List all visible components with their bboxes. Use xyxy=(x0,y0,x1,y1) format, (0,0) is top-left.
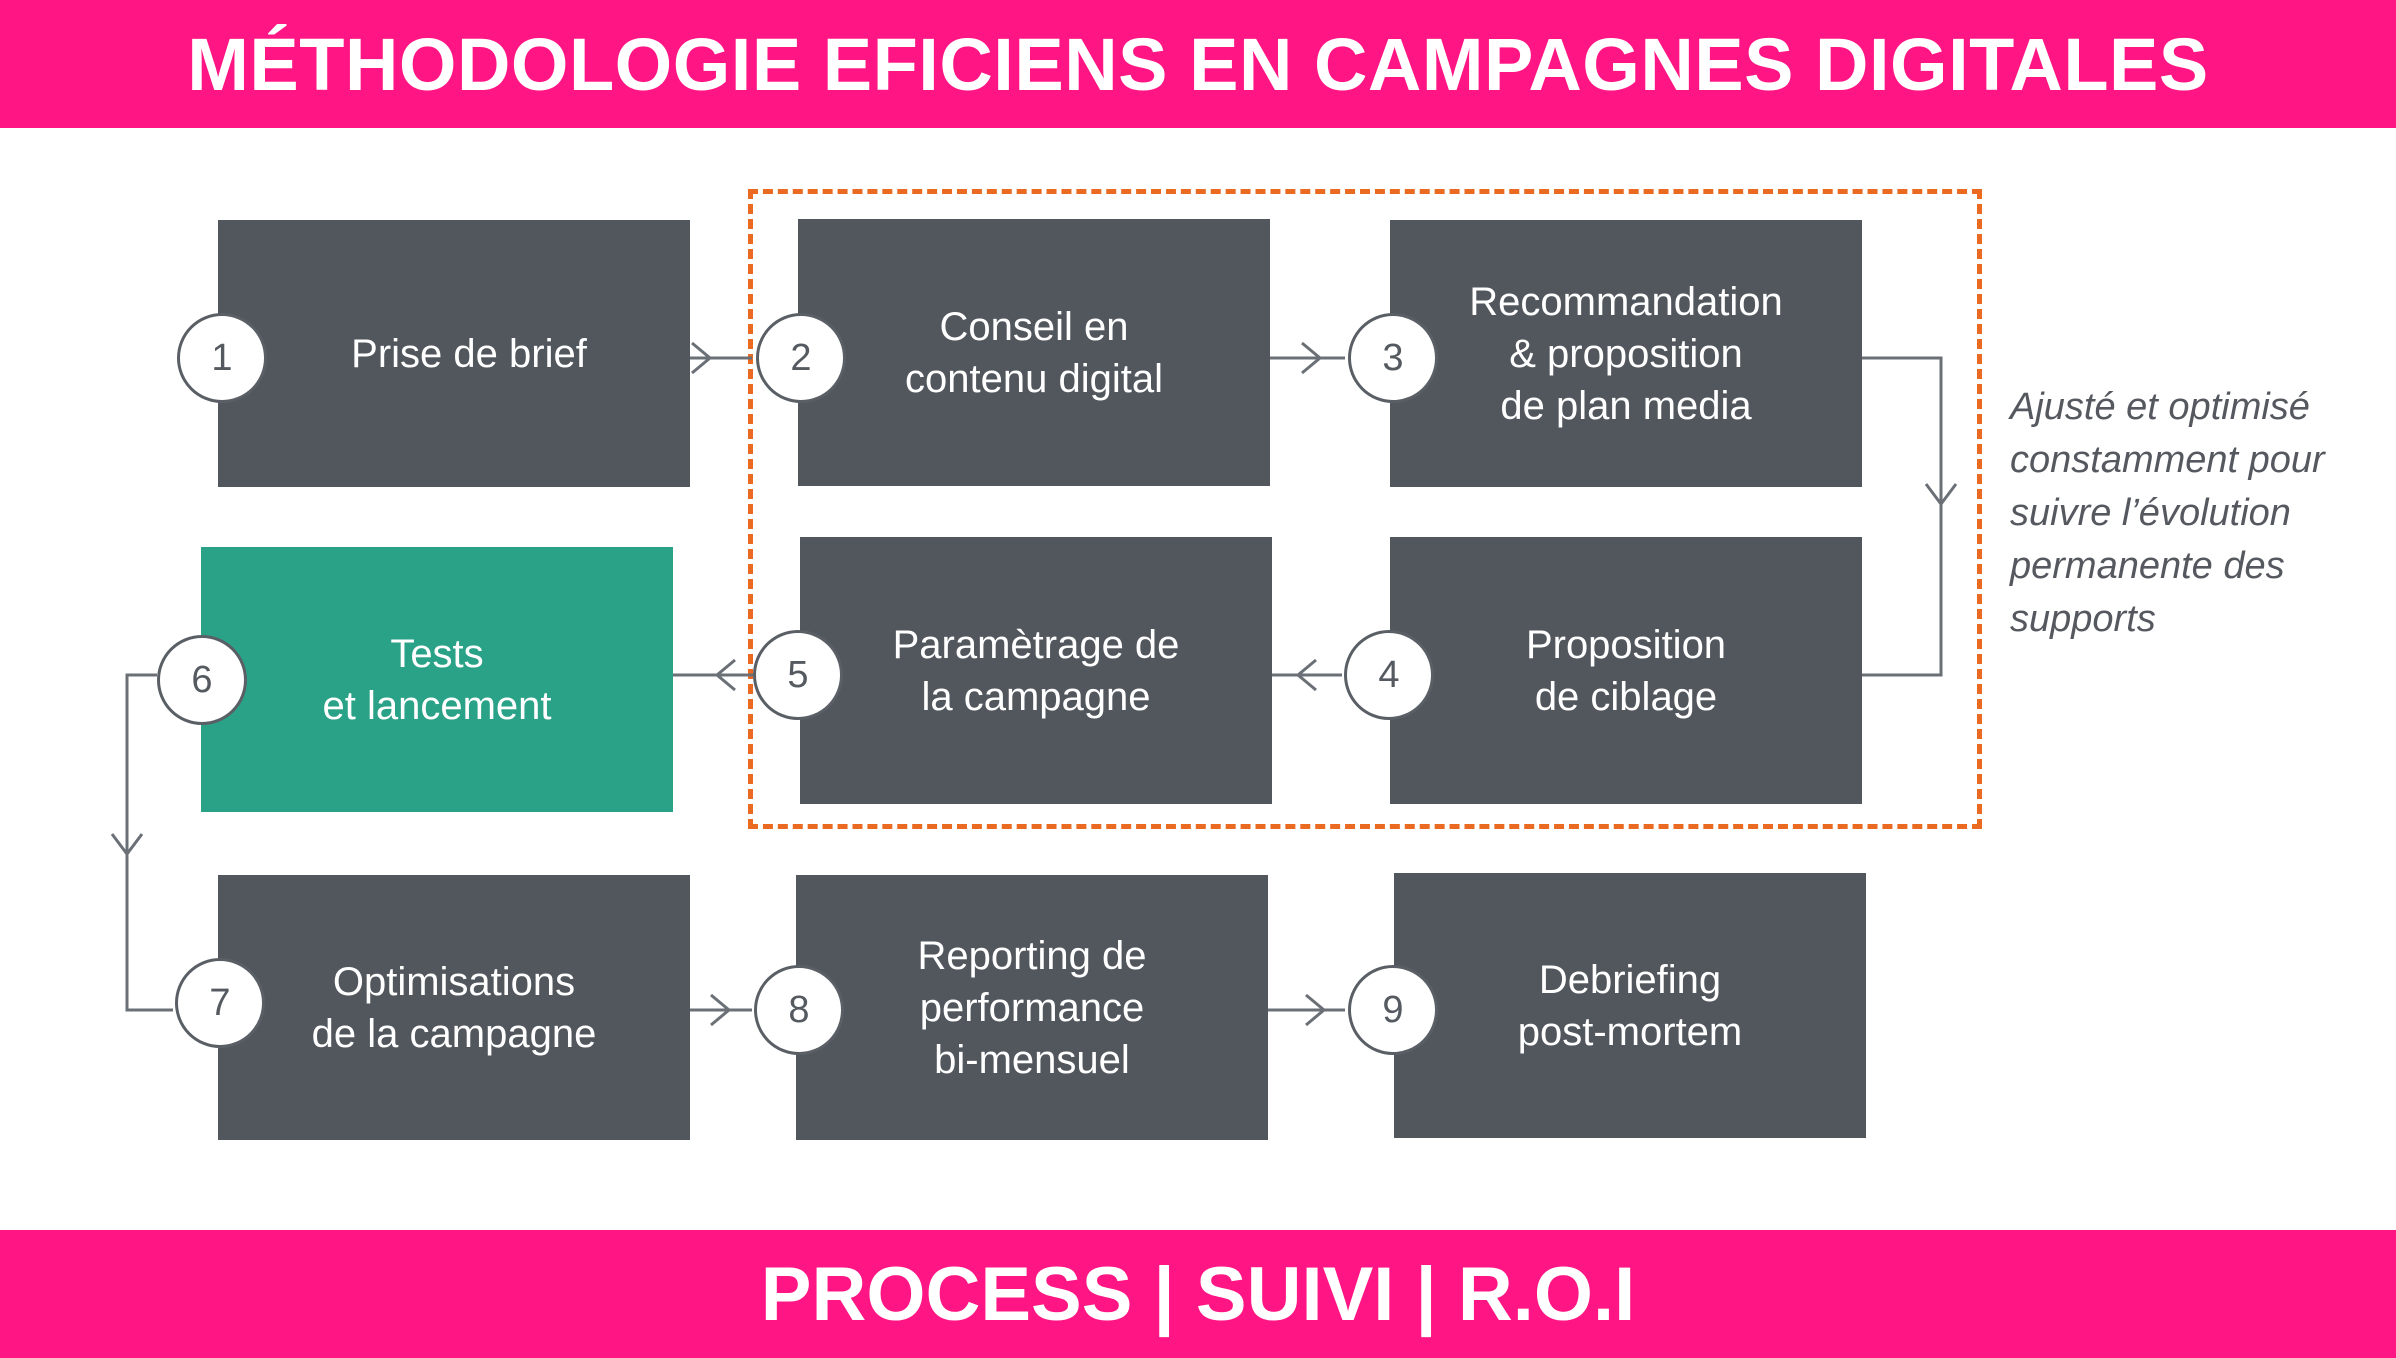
step-2-number: 2 xyxy=(756,313,846,403)
step-5-number: 5 xyxy=(753,630,843,720)
arrowhead-7-8 xyxy=(710,993,732,1027)
step-7-box: Optimisations de la campagne xyxy=(218,875,690,1140)
arrowhead-8-9 xyxy=(1305,993,1327,1027)
step-3-number: 3 xyxy=(1348,313,1438,403)
step-6-box: Tests et lancement xyxy=(201,547,673,812)
iterative-phase-frame xyxy=(748,189,1982,829)
arrowhead-1-2 xyxy=(691,341,713,375)
step-8-box: Reporting de performance bi-mensuel xyxy=(796,875,1268,1140)
step-8-number: 8 xyxy=(754,965,844,1055)
arrowhead-3-4 xyxy=(1924,483,1958,507)
arrowhead-5-6 xyxy=(714,658,736,692)
step-6-number: 6 xyxy=(157,635,247,725)
step-9-box: Debriefing post-mortem xyxy=(1394,873,1866,1138)
step-7-number: 7 xyxy=(175,958,265,1048)
step-4-number: 4 xyxy=(1344,630,1434,720)
step-2-box: Conseil en contenu digital xyxy=(798,219,1270,486)
connector-6-7 xyxy=(125,673,173,1012)
connector-3-4 xyxy=(1862,356,1943,677)
step-1-box: Prise de brief xyxy=(218,220,690,487)
page-title: MÉTHODOLOGIE EFICIENS EN CAMPAGNES DIGIT… xyxy=(0,0,2396,128)
side-note: Ajusté et optimisé constamment pour suiv… xyxy=(2010,386,2325,640)
arrowhead-4-5 xyxy=(1295,658,1317,692)
step-5-box: Paramètrage de la campagne xyxy=(800,537,1272,804)
step-3-box: Recommandation & proposition de plan med… xyxy=(1390,220,1862,487)
step-9-number: 9 xyxy=(1348,965,1438,1055)
arrowhead-6-7 xyxy=(110,833,144,857)
footer-tagline: PROCESS | SUIVI | R.O.I xyxy=(0,1230,2396,1358)
step-1-number: 1 xyxy=(177,313,267,403)
step-4-box: Proposition de ciblage xyxy=(1390,537,1862,804)
arrowhead-2-3 xyxy=(1301,341,1323,375)
